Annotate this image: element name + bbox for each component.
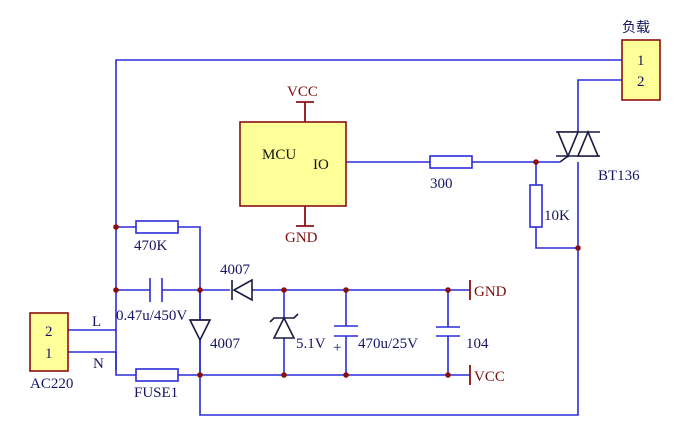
junction-dots <box>113 159 581 378</box>
junction-dot <box>445 287 451 293</box>
line-n-label: N <box>93 356 104 372</box>
load-label: 负载 <box>622 20 650 36</box>
diode-4007-top: 4007 <box>220 262 253 302</box>
diode-4007-bottom: 4007 <box>188 319 241 352</box>
wire-10k-bottom <box>535 227 578 249</box>
zener-5v1: 5.1V <box>269 313 326 352</box>
triac-bt136: BT136 <box>556 129 640 184</box>
wire-line-n <box>68 351 136 376</box>
fuse-label: FUSE1 <box>134 385 178 401</box>
mcu-body <box>239 121 347 207</box>
vcc-rail-label: VCC <box>474 369 505 385</box>
resistor-300-label: 300 <box>430 176 453 192</box>
junction-dot <box>113 287 119 293</box>
zener-label: 5.1V <box>296 336 326 352</box>
wire-load-pin2-triac <box>577 79 622 132</box>
mcu-label: MCU <box>262 147 296 163</box>
d4007-top-body <box>232 278 253 302</box>
resistor-300: 300 <box>429 155 473 192</box>
zener-bar <box>269 313 299 323</box>
load-connector-body <box>621 39 661 101</box>
wire-470k-right <box>178 226 201 290</box>
resistor-10k: 10K <box>529 184 570 228</box>
junction-dot <box>113 224 119 230</box>
capacitor-047u: 0.47u/450V <box>116 278 187 324</box>
cap470-plus: + <box>333 340 341 356</box>
vcc-rail-symbol: VCC <box>469 365 505 385</box>
d4007-bot-body <box>188 319 212 342</box>
mcu-block: MCU IO VCC GND <box>239 84 347 246</box>
gnd-mcu-label: GND <box>285 230 318 246</box>
junction-dot <box>281 372 287 378</box>
gnd-rail-symbol: GND <box>469 280 507 300</box>
junction-dot <box>197 287 203 293</box>
zener-body <box>272 316 296 339</box>
gnd-rail-label: GND <box>474 284 507 300</box>
ac220-body <box>29 312 69 372</box>
triac-gate <box>559 155 569 163</box>
cap047-label: 0.47u/450V <box>116 308 187 324</box>
resistor-10k-label: 10K <box>544 208 570 224</box>
junction-dot <box>343 287 349 293</box>
fuse1: FUSE1 <box>134 368 179 401</box>
capacitor-104: 104 <box>436 326 489 352</box>
d4007-bot-label: 4007 <box>210 336 241 352</box>
ac-pin2-label: 2 <box>45 324 53 340</box>
ac-pin1-label: 1 <box>45 346 53 362</box>
triac-tri-left <box>556 131 580 159</box>
load-pin1-label: 1 <box>637 53 645 69</box>
junction-dot <box>533 159 539 165</box>
resistor-470k-body <box>135 220 179 234</box>
load-connector: 1 2 负载 <box>621 20 661 101</box>
triac-tri-right <box>576 129 600 157</box>
cap470-label: 470u/25V <box>358 336 418 352</box>
d4007-top-label: 4007 <box>220 262 251 278</box>
ac220-connector: 2 1 L N AC220 <box>29 312 104 392</box>
junction-dot <box>445 372 451 378</box>
junction-dot <box>281 287 287 293</box>
triac-label: BT136 <box>598 168 640 184</box>
line-l-label: L <box>92 314 101 330</box>
load-pin2-label: 2 <box>637 74 645 90</box>
fuse-body <box>135 368 179 382</box>
capacitor-470u: + 470u/25V <box>333 325 418 356</box>
wire-top-load <box>115 59 622 370</box>
junction-dot <box>575 245 581 251</box>
vcc-top-label: VCC <box>287 84 318 100</box>
mcu-io-label: IO <box>313 157 329 173</box>
cap104-label: 104 <box>466 336 489 352</box>
ac220-label: AC220 <box>30 376 73 392</box>
resistor-470k-label: 470K <box>134 238 168 254</box>
junction-dot <box>197 372 203 378</box>
resistor-470k: 470K <box>134 220 179 254</box>
junction-dot <box>343 372 349 378</box>
resistor-10k-body <box>529 184 543 228</box>
resistor-300-body <box>429 155 473 169</box>
